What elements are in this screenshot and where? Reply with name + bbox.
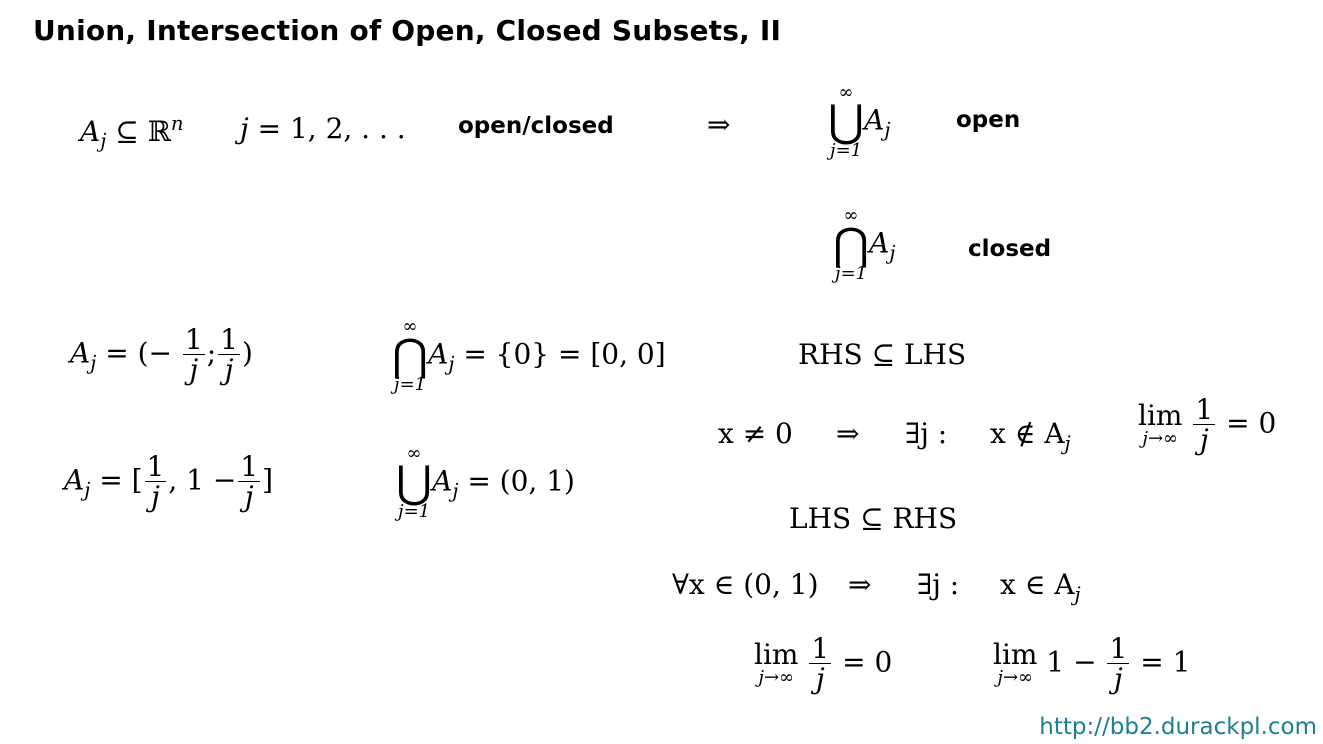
index-j-eq-1: j=1	[829, 140, 863, 161]
union-value: = (0, 1)	[467, 464, 575, 498]
implies-arrow: ⇒	[836, 417, 860, 450]
exists-j: ∃j :	[917, 568, 960, 601]
subset-rn: ⊆ ℝ	[115, 114, 171, 148]
implies-arrow-top: ⇒	[707, 108, 731, 141]
close-paren: )	[241, 336, 253, 370]
symbol-j: j	[240, 112, 249, 145]
infinity-symbol: ∞	[838, 82, 854, 103]
subscript-j: j	[90, 351, 97, 375]
j-range-values: = 1, 2, . . .	[257, 112, 406, 145]
subscript-j: j	[884, 118, 891, 142]
symbol-a: A	[864, 103, 885, 137]
formula-union-aj: ∞ ⋃ j=1 Aj	[828, 84, 890, 160]
superscript-n: n	[170, 112, 184, 135]
formula-forall-x: ∀x ∈ (0, 1)	[672, 568, 819, 601]
formula-intersection-result: ∞ ⋂ j=1 Aj = {0} = [0, 0]	[392, 316, 666, 395]
formula-x-notin-aj: x ∉ Aj	[990, 417, 1071, 455]
formula-x-in-aj: x ∈ Aj	[1000, 568, 1081, 606]
formula-x-neq-0: x ≠ 0	[718, 417, 793, 450]
symbol-a: A	[869, 226, 890, 260]
intersection-symbol: ⋂	[833, 219, 870, 270]
semicolon: ;	[206, 336, 217, 370]
infinity-symbol: ∞	[843, 205, 859, 226]
intersection-value: = {0} = [0, 0]	[463, 337, 666, 371]
equals-minus: = (−	[105, 336, 172, 370]
formula-intersection-aj: ∞ ⋂ j=1 Aj	[833, 207, 895, 283]
intersection-operator: ∞ ⋂ j=1	[392, 316, 429, 395]
formula-j-range: j = 1, 2, . . .	[240, 112, 406, 145]
implies-arrow: ⇒	[848, 568, 872, 601]
lhs-subset-rhs: LHS ⊆ RHS	[789, 502, 958, 535]
intersection-operator: ∞ ⋂ j=1	[833, 207, 869, 283]
union-symbol: ⋃	[828, 96, 865, 147]
watermark-url[interactable]: http://bb2.durackpl.com	[1039, 714, 1317, 740]
index-j-eq-1: j=1	[834, 263, 868, 284]
subscript-j: j	[889, 241, 896, 265]
symbol-a: A	[70, 336, 91, 370]
union-operator: ∞ ⋃ j=1	[396, 443, 433, 522]
close-bracket: ]	[262, 463, 274, 497]
symbol-a: A	[80, 114, 101, 148]
formula-aj-subset-rn: Aj ⊆ ℝn	[80, 112, 183, 153]
equals-bracket: = [	[99, 463, 143, 497]
rhs-subset-lhs: RHS ⊆ LHS	[798, 338, 967, 371]
formula-union-result: ∞ ⋃ j=1 Aj = (0, 1)	[396, 443, 575, 522]
label-open-closed: open/closed	[458, 113, 614, 139]
comma-one-minus: , 1 −	[168, 463, 237, 497]
subscript-j: j	[100, 129, 107, 153]
label-open: open	[956, 107, 1021, 133]
page-title: Union, Intersection of Open, Closed Subs…	[33, 14, 782, 47]
label-closed: closed	[968, 236, 1052, 262]
union-operator: ∞ ⋃ j=1	[828, 84, 864, 160]
exists-j: ∃j :	[905, 417, 948, 450]
